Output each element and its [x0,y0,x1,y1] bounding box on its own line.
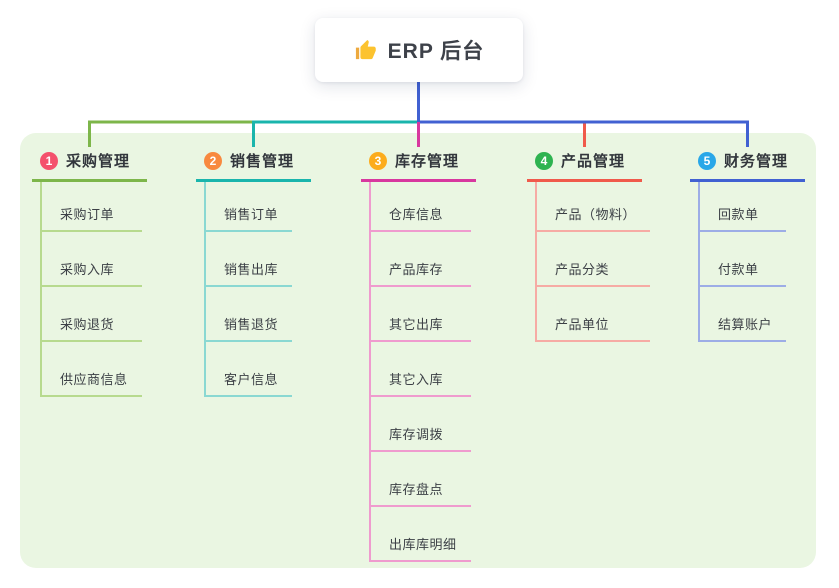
child-node-label: 库存调拨 [389,427,444,442]
branch-number-badge: 3 [369,151,387,170]
child-node[interactable]: 采购订单 [42,182,142,232]
child-node-label: 供应商信息 [60,372,128,387]
child-node-label: 仓库信息 [389,207,444,222]
child-node[interactable]: 付款单 [700,232,787,287]
child-node-label: 销售订单 [224,207,279,222]
child-node-label: 采购退货 [60,317,115,332]
child-node[interactable]: 销售出库 [206,232,293,287]
branch-inventory-children: 仓库信息 产品库存 其它出库 其它入库 库存调拨 库存盘点 出库库明细 [369,182,471,562]
branch-product-header[interactable]: 4 产品管理 [527,147,642,182]
child-node-label: 客户信息 [224,372,279,387]
child-node[interactable]: 回款单 [700,182,787,232]
branch-sales: 2 销售管理 销售订单 销售出库 销售退货 客户信息 [196,147,311,397]
branch-sales-header[interactable]: 2 销售管理 [196,147,311,182]
child-node[interactable]: 结算账户 [700,287,787,342]
child-node-label: 结算账户 [718,317,773,332]
branch-title: 库存管理 [395,153,460,170]
child-node[interactable]: 产品（物料） [537,182,651,232]
branch-product: 4 产品管理 产品（物料） 产品分类 产品单位 [527,147,651,342]
child-node[interactable]: 产品库存 [371,232,471,287]
branch-number-badge: 1 [40,151,58,170]
child-node-label: 库存盘点 [389,482,444,497]
child-node-label: 销售出库 [224,262,279,277]
branch-inventory: 3 库存管理 仓库信息 产品库存 其它出库 其它入库 库存调拨 库存盘点 出库库… [361,147,476,562]
branch-finance: 5 财务管理 回款单 付款单 结算账户 [690,147,805,342]
child-node[interactable]: 出库库明细 [371,507,471,562]
branch-number-badge: 4 [535,151,553,170]
child-node-label: 销售退货 [224,317,279,332]
child-node[interactable]: 仓库信息 [371,182,471,232]
child-node-label: 产品（物料） [555,207,637,222]
child-node[interactable]: 库存盘点 [371,452,471,507]
thumbs-up-icon [354,39,377,62]
branch-title: 产品管理 [561,153,626,170]
child-node-label: 产品分类 [555,262,610,277]
root-node-title: ERP 后台 [387,40,485,63]
child-node-label: 产品库存 [389,262,444,277]
child-node-label: 回款单 [718,207,759,222]
branch-purchase: 1 采购管理 采购订单 采购入库 采购退货 供应商信息 [32,147,147,397]
branch-inventory-header[interactable]: 3 库存管理 [361,147,476,182]
branch-finance-children: 回款单 付款单 结算账户 [698,182,787,342]
child-node[interactable]: 客户信息 [206,342,293,397]
child-node[interactable]: 采购入库 [42,232,142,287]
child-node[interactable]: 采购退货 [42,287,142,342]
child-node-label: 其它出库 [389,317,444,332]
child-node-label: 付款单 [718,262,759,277]
branch-number-badge: 2 [204,151,222,170]
root-node[interactable]: ERP 后台 [315,18,523,82]
child-node-label: 出库库明细 [389,537,457,552]
branch-finance-header[interactable]: 5 财务管理 [690,147,805,182]
connector-branch-finance [417,82,749,147]
child-node[interactable]: 其它入库 [371,342,471,397]
child-node[interactable]: 产品分类 [537,232,651,287]
branch-number-badge: 5 [698,151,716,170]
connector-branch-sales [252,120,419,147]
branch-title: 销售管理 [230,153,295,170]
connector-branch-product [419,120,586,147]
branch-sales-children: 销售订单 销售出库 销售退货 客户信息 [204,182,293,397]
child-node[interactable]: 库存调拨 [371,397,471,452]
child-node-label: 产品单位 [555,317,610,332]
child-node[interactable]: 供应商信息 [42,342,142,397]
branch-purchase-children: 采购订单 采购入库 采购退货 供应商信息 [40,182,142,397]
child-node[interactable]: 其它出库 [371,287,471,342]
child-node[interactable]: 产品单位 [537,287,651,342]
branch-product-children: 产品（物料） 产品分类 产品单位 [535,182,651,342]
branch-title: 采购管理 [66,153,131,170]
branch-purchase-header[interactable]: 1 采购管理 [32,147,147,182]
child-node[interactable]: 销售退货 [206,287,293,342]
branch-title: 财务管理 [724,153,789,170]
child-node-label: 其它入库 [389,372,444,387]
child-node[interactable]: 销售订单 [206,182,293,232]
child-node-label: 采购入库 [60,262,115,277]
child-node-label: 采购订单 [60,207,115,222]
branches-panel [20,133,816,568]
